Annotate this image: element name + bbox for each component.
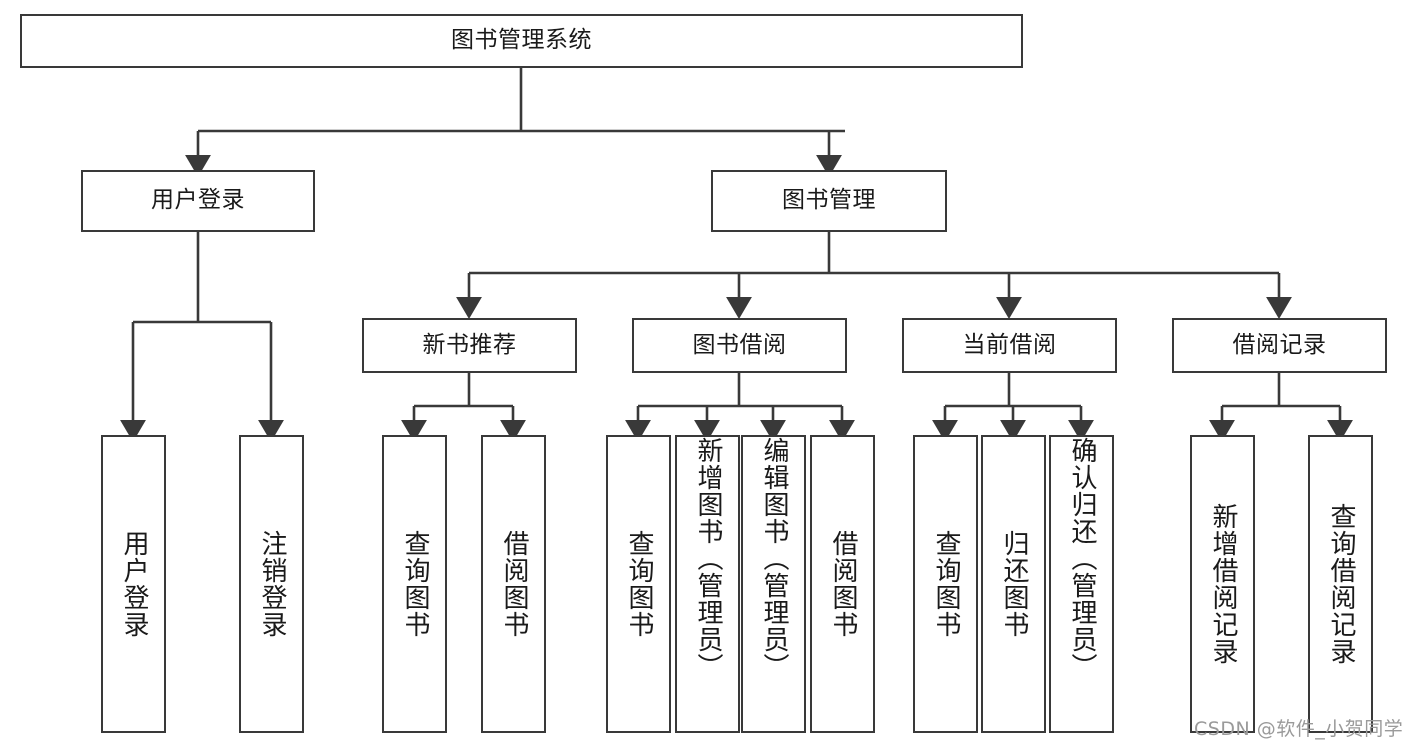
leaf-query-book-borrow[interactable]: 查询图书 [606, 435, 671, 733]
node-borrow-record[interactable]: 借阅记录 [1172, 318, 1387, 373]
node-new-book-recommend[interactable]: 新书推荐 [362, 318, 577, 373]
node-user-login[interactable]: 用户登录 [81, 170, 315, 232]
node-label: 新增借阅记录 [1208, 503, 1239, 665]
leaf-query-borrow-record[interactable]: 查询借阅记录 [1308, 435, 1373, 733]
node-label: 查询借阅记录 [1326, 503, 1357, 665]
leaf-borrow-book[interactable]: 借阅图书 [810, 435, 875, 733]
node-label: 查询图书 [624, 530, 655, 638]
node-label: 用户登录 [119, 530, 150, 638]
node-label: 图书借阅 [692, 331, 787, 358]
node-label: 当前借阅 [962, 331, 1057, 358]
node-label: 借阅记录 [1232, 331, 1327, 358]
leaf-query-book-recommend[interactable]: 查询图书 [382, 435, 447, 733]
leaf-query-book-current[interactable]: 查询图书 [913, 435, 978, 733]
node-label: 新书推荐 [422, 331, 517, 358]
leaf-return-book[interactable]: 归还图书 [981, 435, 1046, 733]
leaf-edit-book-admin[interactable]: 编辑图书（管理员） [741, 435, 806, 733]
node-label: 借阅图书 [828, 530, 859, 638]
node-label: 编辑图书（管理员） [759, 437, 790, 680]
node-label: 查询图书 [400, 530, 431, 638]
node-root-system[interactable]: 图书管理系统 [20, 14, 1023, 68]
node-label: 确认归还（管理员） [1067, 437, 1098, 680]
node-label: 注销登录 [257, 530, 288, 638]
node-book-borrow[interactable]: 图书借阅 [632, 318, 847, 373]
leaf-confirm-return-admin[interactable]: 确认归还（管理员） [1049, 435, 1114, 733]
node-label: 新增图书（管理员） [693, 437, 724, 680]
leaf-borrow-book-recommend[interactable]: 借阅图书 [481, 435, 546, 733]
node-current-borrow[interactable]: 当前借阅 [902, 318, 1117, 373]
leaf-logout-login[interactable]: 注销登录 [239, 435, 304, 733]
node-label: 查询图书 [931, 530, 962, 638]
leaf-user-login[interactable]: 用户登录 [101, 435, 166, 733]
node-label: 用户登录 [151, 187, 245, 214]
csdn-watermark: CSDN @软件_小贺同学 [1194, 718, 1404, 740]
node-label: 归还图书 [999, 530, 1030, 638]
node-label: 借阅图书 [499, 530, 530, 638]
node-book-management[interactable]: 图书管理 [711, 170, 947, 232]
leaf-add-borrow-record[interactable]: 新增借阅记录 [1190, 435, 1255, 733]
node-label: 图书管理 [782, 187, 876, 214]
node-label: 图书管理系统 [451, 27, 592, 54]
leaf-add-book-admin[interactable]: 新增图书（管理员） [675, 435, 740, 733]
